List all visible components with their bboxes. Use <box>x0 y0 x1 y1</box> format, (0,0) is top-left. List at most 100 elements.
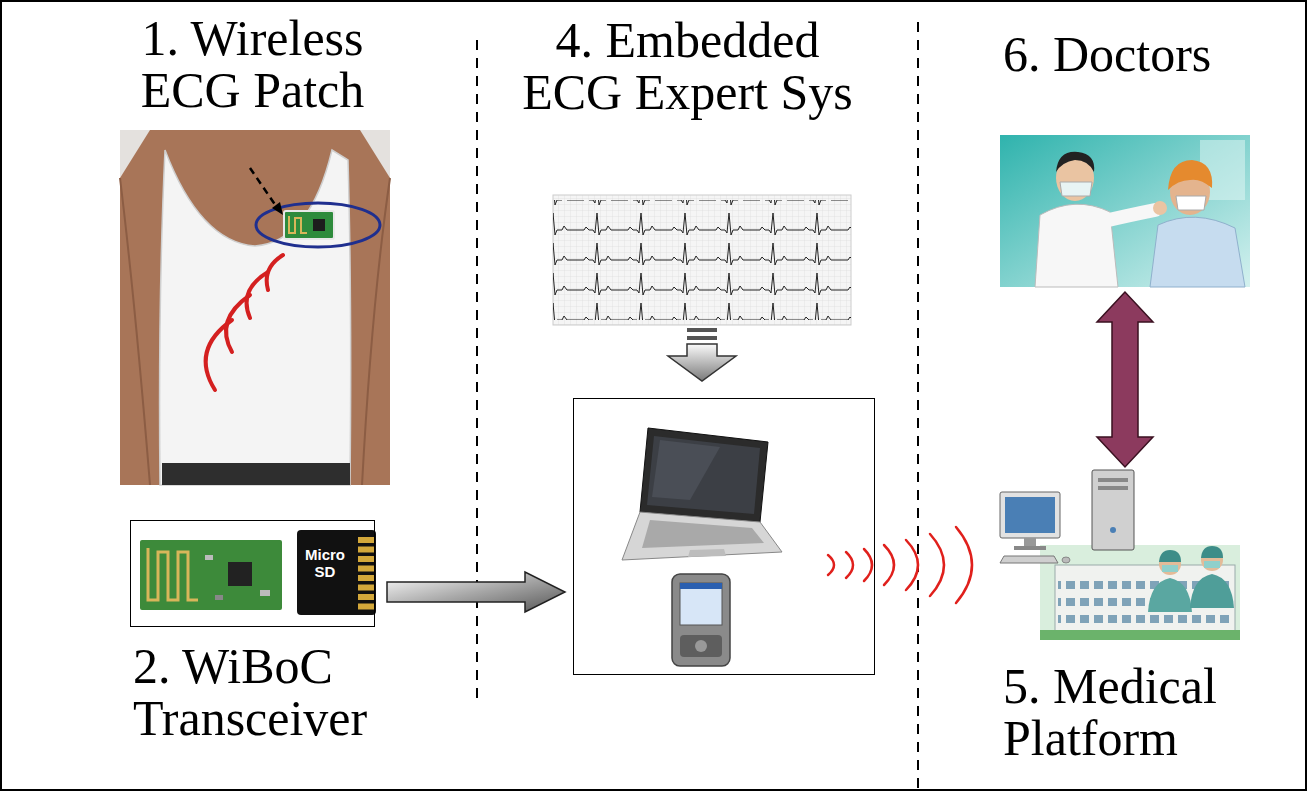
label-holder: Micro SD <box>298 546 352 580</box>
hospital-platform <box>1110 527 1116 533</box>
man-photo <box>120 130 390 485</box>
microsd-card <box>358 575 375 581</box>
component-panel: 4. Embedded ECG Expert Sys <box>573 398 875 675</box>
down-arrow <box>687 336 717 340</box>
laptop-icon <box>688 549 726 557</box>
hospital-platform <box>1162 565 1178 572</box>
man-photo <box>120 178 150 485</box>
man-photo <box>362 178 390 485</box>
hospital-platform <box>1055 565 1235 633</box>
ecg-patch <box>313 219 325 231</box>
man-photo <box>120 130 390 485</box>
pda-icon <box>680 583 722 589</box>
laptop-icon <box>652 440 720 500</box>
doctor-photo <box>1176 196 1206 210</box>
laptop-icon <box>640 428 768 522</box>
ecg-strip <box>553 200 851 230</box>
ecg-strip <box>553 230 851 260</box>
microsd-card <box>358 585 375 591</box>
ecg-strip <box>553 195 851 325</box>
pda-icon <box>695 640 707 652</box>
laptop-icon <box>622 428 782 560</box>
component-heading: 1. Wireless ECG Patch <box>115 12 390 116</box>
wireless-waves <box>846 552 853 578</box>
doctor-photo <box>1000 135 1250 287</box>
transceiver-board <box>140 540 282 610</box>
laptop-icon <box>647 436 760 514</box>
flow-arrow <box>1097 292 1153 467</box>
radio-waves <box>206 320 232 390</box>
wireless-waves <box>906 540 918 590</box>
radio-waves <box>206 255 283 390</box>
hospital-platform <box>1040 545 1240 640</box>
card-label: Micro SD <box>298 546 352 580</box>
component-heading: 6. Doctors <box>1003 28 1265 80</box>
hospital-platform <box>1159 550 1181 562</box>
microsd-card <box>297 530 376 615</box>
component-heading: 5. Medical Platform <box>1003 660 1253 764</box>
page-frame <box>476 40 478 705</box>
transceiver-board <box>140 540 282 610</box>
pda-icon <box>672 574 730 666</box>
ecg-strip <box>553 290 851 320</box>
transceiver-board <box>148 548 198 600</box>
doctor-photo <box>1153 201 1167 215</box>
hospital-platform <box>1062 557 1070 563</box>
doctor-photo <box>1060 182 1092 196</box>
hospital-platform <box>1005 497 1055 533</box>
doctor-photo <box>1150 217 1245 287</box>
ecg-patch <box>284 211 334 239</box>
hospital-platform <box>1148 578 1192 612</box>
down-arrow <box>668 344 736 381</box>
microsd-card <box>358 537 375 543</box>
hospital-platform <box>1204 561 1220 568</box>
hospital-platform <box>1024 538 1036 546</box>
ecg-patch <box>250 168 380 247</box>
wireless-waves <box>930 534 944 596</box>
microsd-card <box>358 556 375 562</box>
doctor-photo <box>1100 210 1155 222</box>
component-panel: 1. Wireless ECG Patch <box>120 130 390 485</box>
page-frame <box>917 22 919 791</box>
wireless-waves <box>864 549 872 581</box>
microsd-card <box>358 594 375 600</box>
flow-arrow <box>387 572 565 612</box>
hospital-platform <box>1000 556 1058 563</box>
component-heading: 2. WiBoC Transceiver <box>133 640 383 744</box>
component-heading: 4. Embedded ECG Expert Sys <box>510 14 865 118</box>
wireless-waves <box>828 555 834 575</box>
transceiver-board <box>215 595 223 600</box>
microsd-card <box>358 547 375 553</box>
laptop-icon <box>622 512 782 560</box>
doctor-photo <box>1168 160 1212 190</box>
hospital-platform <box>1040 630 1240 640</box>
ecg-patch <box>256 203 380 247</box>
component-panel: 5. Medical Platform <box>995 470 1240 640</box>
down-arrow <box>668 328 736 381</box>
pda-icon <box>680 635 722 657</box>
transceiver-board <box>205 555 213 560</box>
ecg-patch <box>250 168 276 206</box>
doctor-photo <box>1000 135 1250 287</box>
man-photo <box>162 463 350 485</box>
pda-icon <box>672 574 730 666</box>
hospital-platform <box>1000 470 1240 640</box>
transceiver-board <box>260 590 270 596</box>
ecg-patch <box>289 216 307 233</box>
man-photo <box>160 150 351 485</box>
pda-icon <box>680 583 722 625</box>
hospital-platform <box>1098 478 1128 482</box>
component-panel: 2. WiBoC Transceiver <box>130 520 375 627</box>
microsd-card <box>358 566 375 572</box>
doctor-photo <box>1056 152 1094 172</box>
wireless-waves <box>884 545 894 585</box>
component-panel: 6. Doctors <box>1000 135 1250 287</box>
ecg-strip <box>553 195 851 325</box>
man-photo <box>120 130 390 485</box>
wireless-waves <box>828 527 972 603</box>
laptop-icon <box>642 520 764 548</box>
transceiver-board <box>228 562 252 586</box>
